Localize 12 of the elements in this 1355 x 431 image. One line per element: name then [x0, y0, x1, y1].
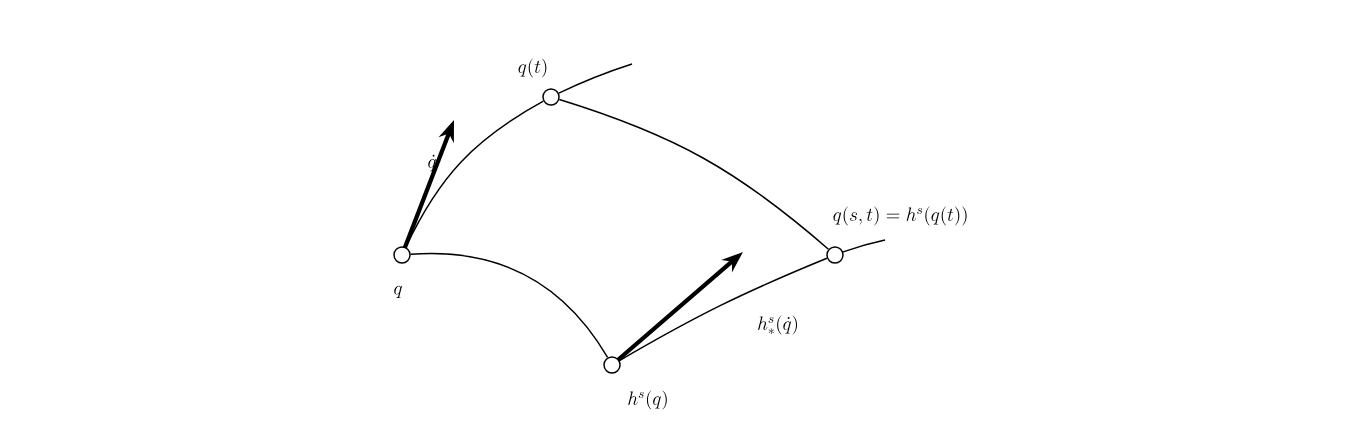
curve: [410, 252, 609, 359]
q-dot-label: $\dot{q}$: [428, 154, 436, 172]
point-label: $h^s(q)$: [628, 390, 667, 410]
point-label: $q(t)$: [518, 58, 547, 78]
pushforward-label: $h^s_*(\dot{q})$: [758, 315, 797, 335]
curve: [618, 257, 828, 362]
point-label: $q$: [394, 285, 402, 298]
curve: [405, 100, 545, 248]
curve: [558, 63, 633, 94]
curve: [842, 239, 886, 253]
point-label: $q(s, t) = h^s(q(t))$: [833, 206, 967, 226]
curve: [558, 98, 830, 250]
